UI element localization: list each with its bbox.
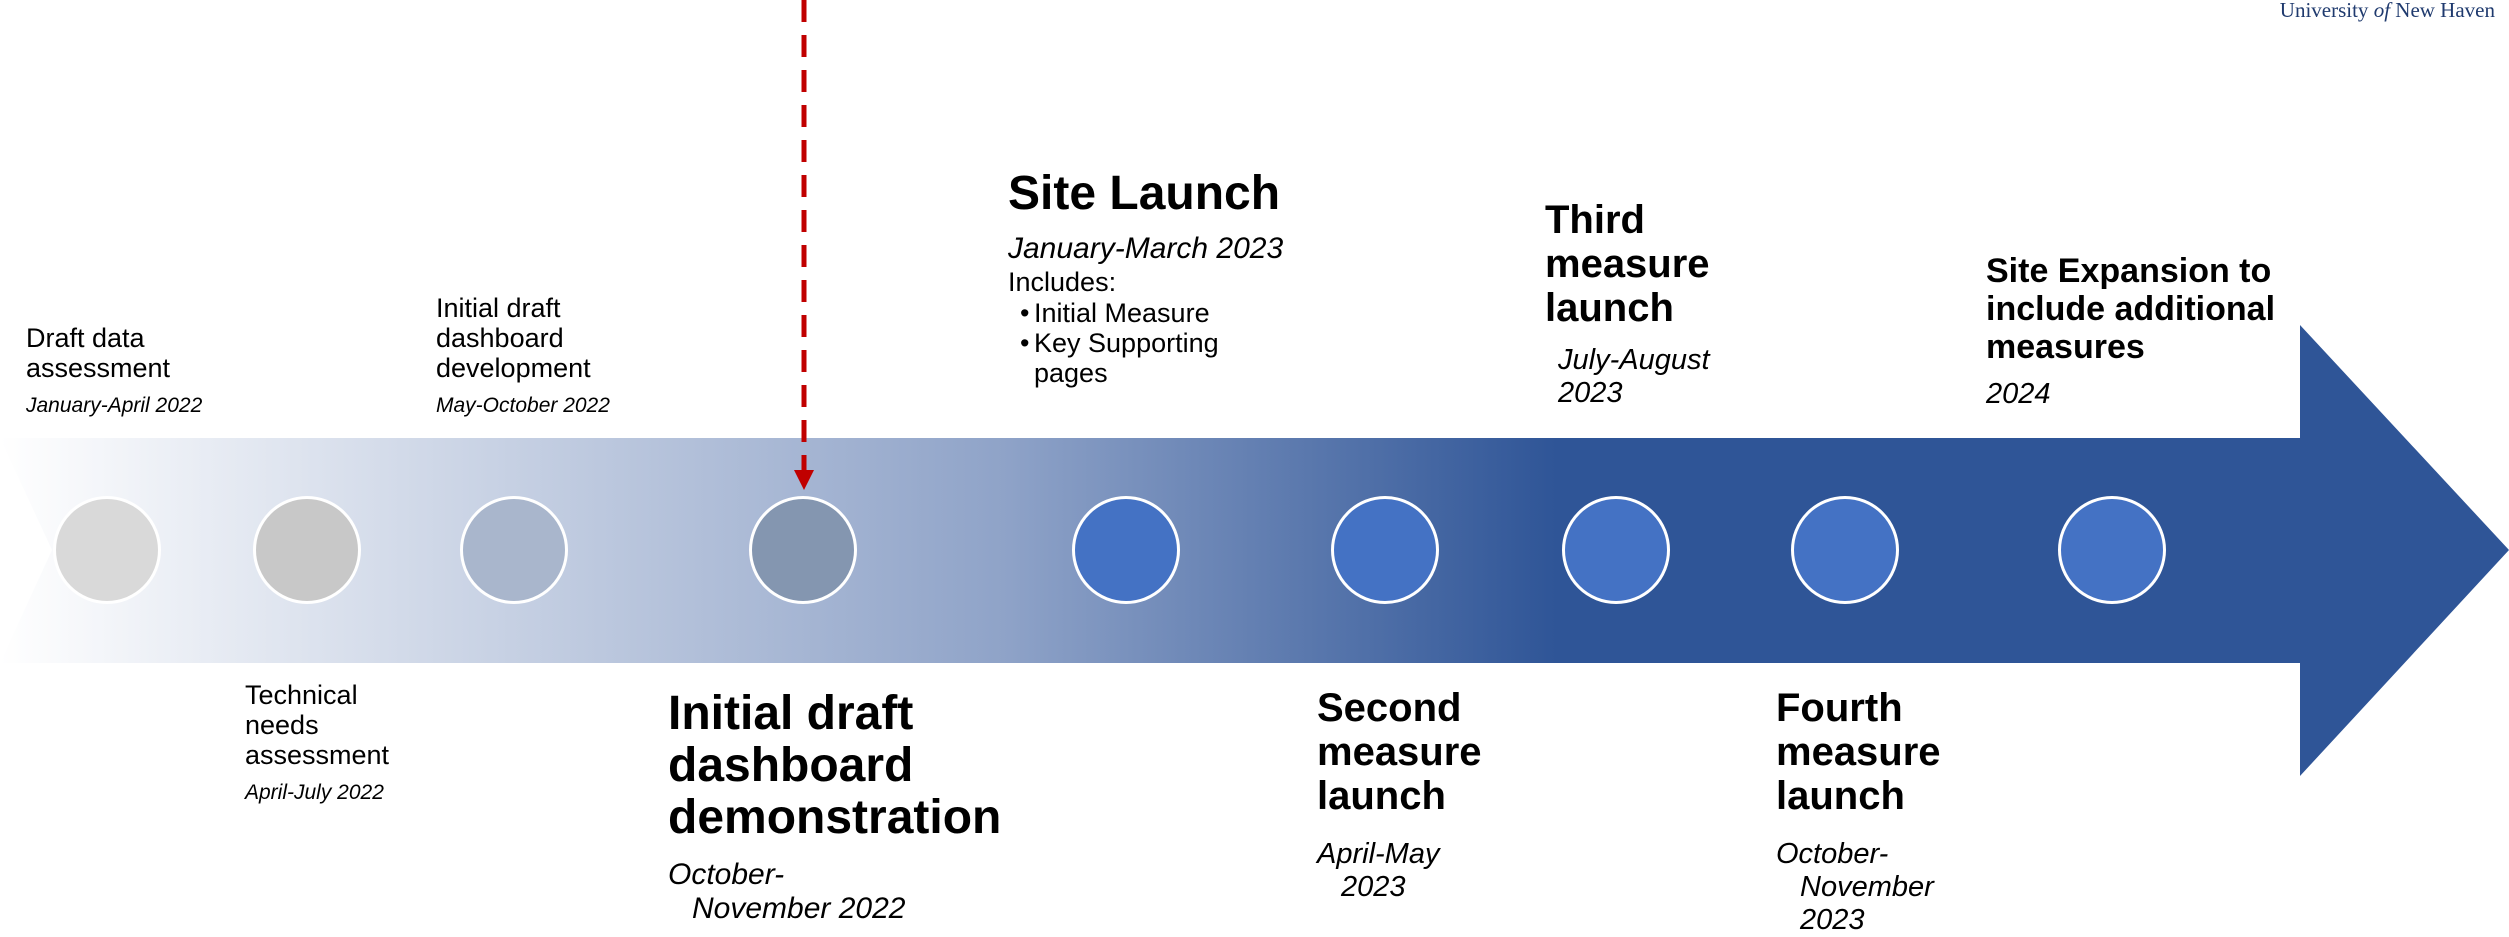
milestone-date: April-May: [1317, 838, 1440, 870]
milestone-title-line: Initial draft: [436, 293, 561, 323]
milestone-title-line: measure: [1317, 730, 1482, 774]
milestone-title-line: launch: [1545, 286, 1674, 330]
milestone-title-line: dashboard: [668, 739, 914, 792]
milestone-node-5: [1072, 496, 1180, 604]
milestone-title-line: Technical: [245, 680, 358, 710]
milestone-title-line: Initial draft: [668, 687, 914, 740]
milestone-date: 2023: [1800, 904, 1865, 936]
milestone-title-line: needs: [245, 710, 319, 740]
milestone-title-line: launch: [1317, 774, 1446, 818]
milestone-node-4: [749, 496, 857, 604]
milestone-node-8: [1791, 496, 1899, 604]
milestone-date: January-April 2022: [26, 394, 203, 417]
milestone-site-expansion: Site Expansion to include additional mea…: [1986, 252, 2275, 411]
milestone-date: July-August: [1558, 344, 1710, 376]
milestone-date: 2024: [1986, 378, 2051, 410]
includes-item-continued: pages: [1034, 358, 1108, 388]
includes-label: Includes:: [1008, 267, 1117, 297]
milestone-date: 2023: [1341, 871, 1406, 903]
milestone-title-line: demonstration: [668, 791, 1002, 844]
milestone-draft-data: Draft data assessment January-April 2022: [26, 323, 202, 419]
milestone-title-line: Draft data: [26, 323, 145, 353]
university-logo: University of New Haven: [2279, 0, 2495, 22]
milestone-title-line: Fourth: [1776, 686, 1903, 730]
milestone-title-line: Second: [1317, 686, 1462, 730]
milestone-date: October-: [668, 858, 785, 891]
milestone-title-line: Site Expansion to: [1986, 252, 2272, 290]
milestone-technical-needs: Technical needs assessment April-July 20…: [245, 680, 389, 806]
milestone-title-line: measures: [1986, 328, 2145, 366]
current-marker-arrowhead: [794, 470, 814, 490]
milestone-fourth-measure: Fourth measure launch October- November …: [1776, 686, 1941, 937]
milestone-title-line: development: [436, 353, 591, 383]
milestone-title-line: Third: [1545, 198, 1645, 242]
milestone-second-measure: Second measure launch April-May 2023: [1317, 686, 1482, 904]
milestone-date: November 2022: [692, 892, 906, 925]
milestone-title-line: measure: [1776, 730, 1941, 774]
milestone-node-1: [53, 496, 161, 604]
milestone-date: January-March 2023: [1008, 232, 1284, 265]
milestone-title-line: assessment: [26, 353, 171, 383]
arrow-body: [0, 325, 2509, 776]
milestone-node-9: [2058, 496, 2166, 604]
bullet-glyph: •: [1020, 328, 1030, 358]
milestone-node-3: [460, 496, 568, 604]
milestone-date: November: [1800, 871, 1934, 903]
milestone-date: May-October 2022: [436, 394, 610, 417]
includes-item: •Initial Measure: [1020, 298, 1210, 328]
milestone-title: Site Launch: [1008, 167, 1281, 220]
milestone-node-2: [253, 496, 361, 604]
milestone-title-line: measure: [1545, 242, 1710, 286]
milestone-initial-development: Initial draft dashboard development May-…: [436, 293, 610, 419]
milestone-demonstration: Initial draft dashboard demonstration Oc…: [668, 688, 1001, 926]
milestone-third-measure: Third measure launch July-August 2023: [1545, 198, 1710, 410]
milestone-title-line: dashboard: [436, 323, 564, 353]
bullet-glyph: •: [1020, 298, 1030, 328]
milestone-title-line: launch: [1776, 774, 1905, 818]
milestone-node-7: [1562, 496, 1670, 604]
includes-item: •Key Supporting: [1020, 328, 1219, 358]
milestone-site-launch: Site Launch January-March 2023 Includes:…: [1008, 167, 1284, 389]
milestone-title-line: include additional: [1986, 290, 2276, 328]
milestone-title-line: assessment: [245, 740, 390, 770]
milestone-date: April-July 2022: [245, 781, 384, 804]
milestone-date: October-: [1776, 838, 1889, 870]
milestone-node-6: [1331, 496, 1439, 604]
milestone-date: 2023: [1558, 377, 1623, 409]
